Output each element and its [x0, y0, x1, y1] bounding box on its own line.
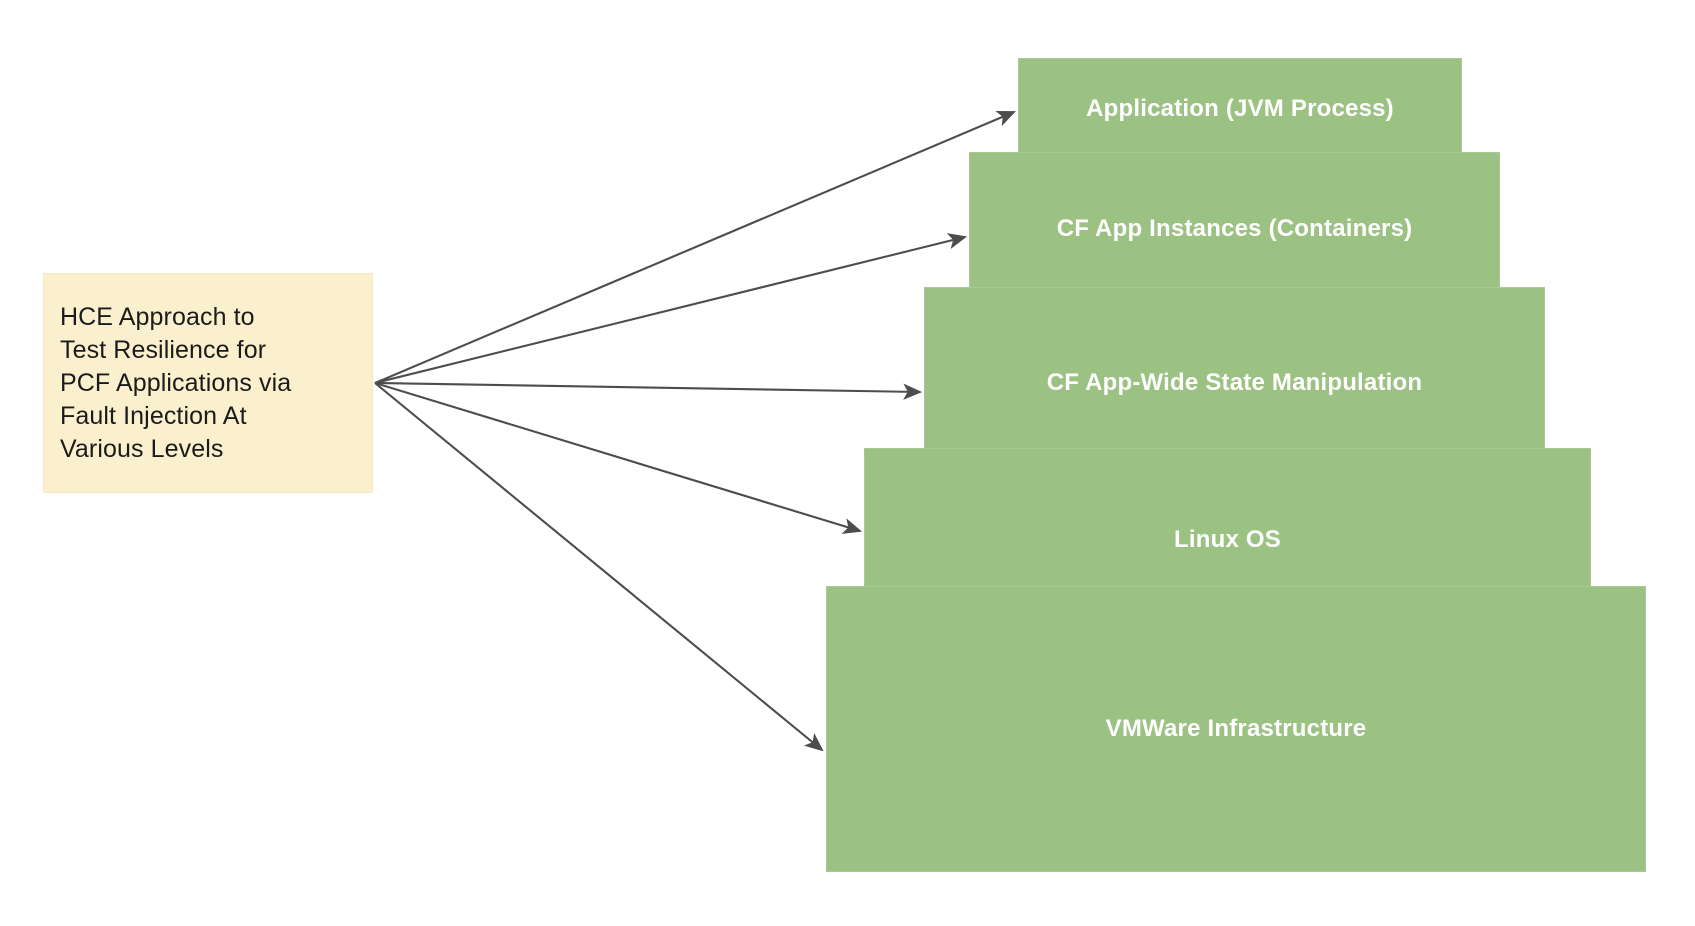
- layer-label: Application (JVM Process): [1086, 95, 1394, 122]
- layer-box-vmware-infrastructure[interactable]: VMWare Infrastructure: [826, 586, 1646, 872]
- note-text: HCE Approach to Test Resilience for PCF …: [60, 302, 292, 463]
- layer-label: VMWare Infrastructure: [1105, 715, 1367, 742]
- arrow-to-layer-2: [374, 233, 968, 385]
- layer-box-cf-app-wide-state[interactable]: CF App-Wide State Manipulation: [924, 287, 1545, 478]
- arrow-to-layer-3: [374, 381, 923, 400]
- layer-box-cf-app-instances[interactable]: CF App Instances (Containers): [969, 152, 1500, 306]
- note-box-hce-approach[interactable]: HCE Approach to Test Resilience for PCF …: [43, 273, 373, 493]
- layer-label: CF App-Wide State Manipulation: [1046, 368, 1423, 396]
- layer-label: CF App Instances (Containers): [1056, 215, 1413, 242]
- arrow-to-layer-5: [374, 382, 824, 752]
- arrow-to-layer-4: [374, 381, 863, 534]
- layer-box-application[interactable]: Application (JVM Process): [1018, 58, 1462, 160]
- layer-label: Linux OS: [1174, 526, 1281, 553]
- arrow-to-layer-1: [374, 111, 1016, 384]
